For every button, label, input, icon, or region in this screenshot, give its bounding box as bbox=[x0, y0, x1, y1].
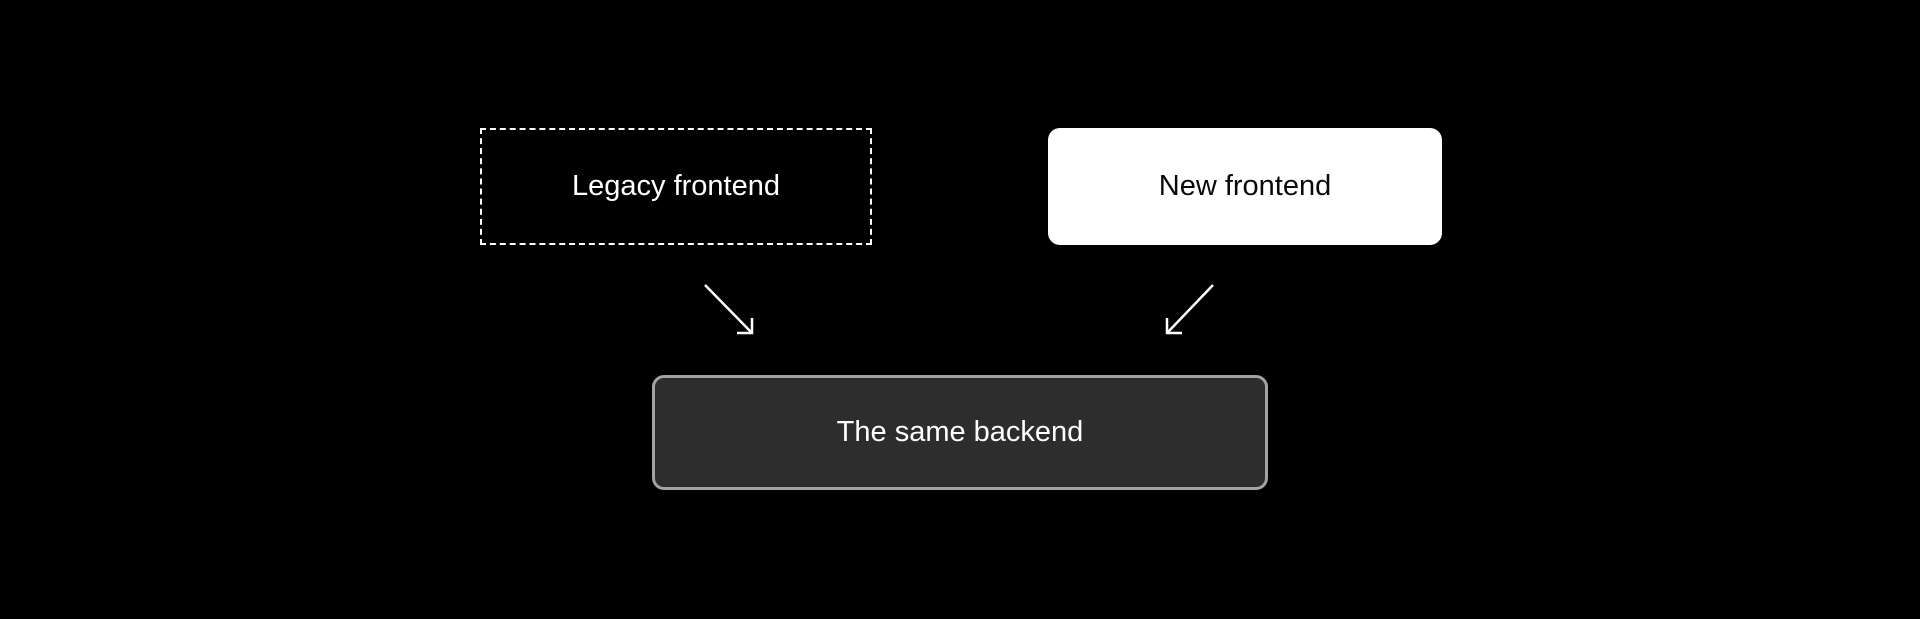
backend-label: The same backend bbox=[836, 416, 1084, 449]
arrow-new-to-backend-icon bbox=[1165, 284, 1214, 335]
legacy-frontend-node: Legacy frontend bbox=[480, 128, 872, 245]
legacy-frontend-label: Legacy frontend bbox=[572, 170, 780, 203]
new-frontend-label: New frontend bbox=[1158, 170, 1332, 203]
new-frontend-node: New frontend bbox=[1048, 128, 1442, 245]
arrow-legacy-to-backend-icon bbox=[704, 284, 754, 335]
backend-node: The same backend bbox=[652, 375, 1268, 490]
